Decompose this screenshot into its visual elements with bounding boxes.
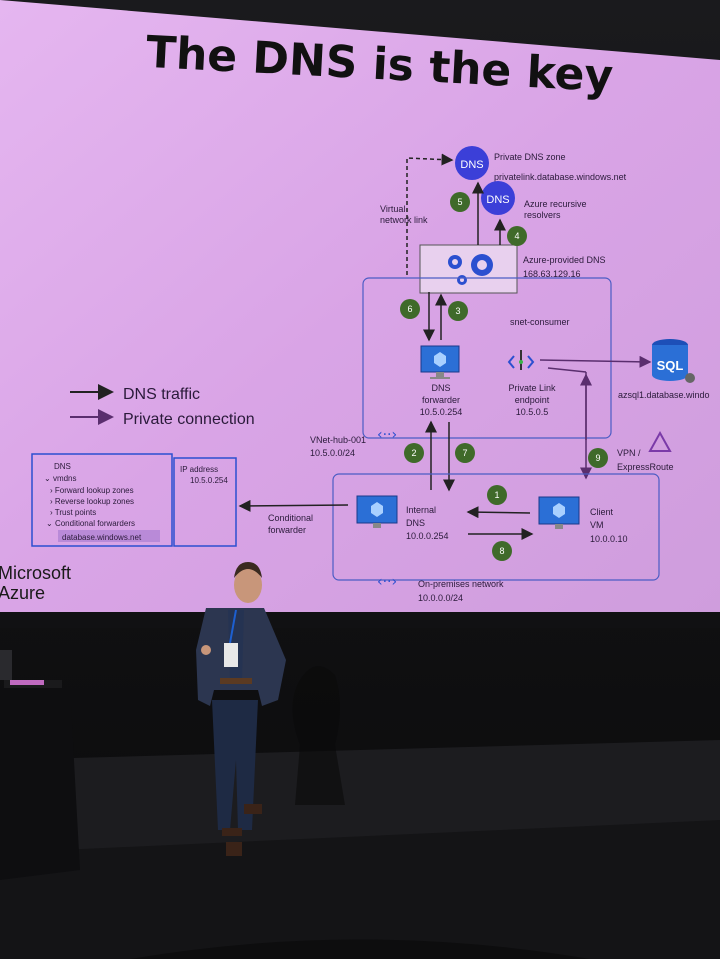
step-7: 7 — [455, 443, 475, 463]
onprem-line1: On-premises network — [418, 579, 504, 589]
vpn-line2: ExpressRoute — [617, 462, 674, 472]
vnet-hub-line1: VNet-hub-001 — [310, 435, 366, 445]
sql-database-icon: SQL — [652, 339, 695, 383]
subnet-label: snet-consumer — [510, 317, 570, 327]
svg-text:DNS: DNS — [460, 159, 483, 171]
svg-text:2: 2 — [411, 448, 416, 458]
step-8: 8 — [492, 541, 512, 561]
gears-icon — [448, 254, 493, 285]
tree-selected-highlight — [58, 530, 160, 542]
vpn-triangle-icon — [648, 430, 672, 452]
tree-item-reverse: › Reverse lookup zones — [50, 497, 134, 506]
private-link-line3: 10.5.0.5 — [516, 407, 549, 417]
svg-text:7: 7 — [462, 448, 467, 458]
svg-text:9: 9 — [595, 453, 600, 463]
onprem-peering-icon: ‹··› — [377, 574, 397, 590]
dns-forwarder-line2: forwarder — [422, 395, 460, 405]
client-vm-line3: 10.0.0.10 — [590, 534, 628, 544]
legend-private-connection: Private connection — [123, 411, 255, 428]
vnet-link-line1: Virtual — [380, 204, 405, 214]
client-vm-line2: VM — [590, 520, 604, 530]
step-4: 4 — [507, 226, 527, 246]
speaker — [196, 562, 286, 856]
vnet-hub-container — [362, 277, 612, 439]
tree-host: ⌄ vmdns — [44, 474, 77, 483]
conditional-line1: Conditional — [268, 513, 313, 523]
logo-line2: Azure — [0, 583, 45, 603]
step-2: 2 — [404, 443, 424, 463]
client-vm-line1: Client — [590, 507, 614, 517]
client-vm-monitor-icon — [538, 496, 580, 529]
onprem-container — [332, 473, 660, 581]
svg-text:‹··›: ‹··› — [377, 427, 397, 443]
svg-text:6: 6 — [407, 304, 412, 314]
private-zone-line2: privatelink.database.windows.net — [494, 172, 627, 182]
vnet-peering-icon: ‹··› — [377, 427, 397, 443]
svg-text:1: 1 — [494, 490, 499, 500]
private-zone-line1: Private DNS zone — [494, 152, 566, 162]
step-1: 1 — [487, 485, 507, 505]
sql-host: azsql1.database.windo — [618, 390, 710, 400]
logo-line1: Microsoft — [0, 563, 71, 583]
svg-text:8: 8 — [499, 546, 504, 556]
vpn-line1: VPN / — [617, 448, 641, 458]
step-3: 3 — [448, 301, 468, 321]
dns-forwarder-line3: 10.5.0.254 — [420, 407, 463, 417]
internal-dns-monitor-icon — [356, 495, 398, 528]
projected-slide: The DNS is the key DNS traffic Private c… — [0, 0, 720, 612]
ip-value: 10.5.0.254 — [190, 476, 228, 485]
svg-text:4: 4 — [514, 231, 519, 241]
legend-dns-traffic: DNS traffic — [123, 386, 200, 403]
vnet-link-line2: network link — [380, 215, 428, 225]
private-link-icon — [507, 350, 535, 370]
speaker-shadow — [292, 666, 345, 805]
step-circles: 1 2 3 4 5 6 7 8 9 — [400, 192, 608, 561]
svg-text:5: 5 — [457, 197, 462, 207]
recursive-line2: resolvers — [524, 210, 561, 220]
podium — [0, 650, 80, 880]
dns-forwarder-monitor-icon — [420, 345, 460, 379]
dns-forwarder-line1: DNS — [431, 383, 450, 393]
azure-dns-box — [419, 244, 518, 294]
private-link-line1: Private Link — [508, 383, 556, 393]
svg-text:3: 3 — [455, 306, 460, 316]
recursive-dns-icon: DNS — [481, 181, 515, 215]
dns-manager-tree-box — [31, 453, 173, 547]
step-5: 5 — [450, 192, 470, 212]
vnet-hub-line2: 10.5.0.0/24 — [310, 448, 355, 458]
tree-item-forward: › Forward lookup zones — [50, 486, 134, 495]
step-6: 6 — [400, 299, 420, 319]
azure-dns-line2: 168.63.129.16 — [523, 269, 581, 279]
onprem-line2: 10.0.0.0/24 — [418, 593, 463, 603]
svg-text:DNS: DNS — [486, 194, 509, 206]
tree-item-trust: › Trust points — [50, 508, 96, 517]
private-dns-zone-icon: DNS — [455, 146, 489, 180]
ip-address-box — [173, 457, 237, 547]
tree-selected: database.windows.net — [62, 533, 142, 542]
ip-header: IP address — [180, 465, 218, 474]
internal-dns-line3: 10.0.0.254 — [406, 531, 449, 541]
internal-dns-line2: DNS — [406, 518, 425, 528]
recursive-line1: Azure recursive — [524, 199, 587, 209]
tree-root: DNS — [54, 462, 71, 471]
step-9: 9 — [588, 448, 608, 468]
conditional-line2: forwarder — [268, 525, 306, 535]
private-link-line2: endpoint — [515, 395, 550, 405]
internal-dns-line1: Internal — [406, 505, 436, 515]
azure-dns-line1: Azure-provided DNS — [523, 255, 606, 265]
svg-text:SQL: SQL — [657, 358, 684, 373]
tree-item-conditional: ⌄ Conditional forwarders — [46, 519, 135, 528]
